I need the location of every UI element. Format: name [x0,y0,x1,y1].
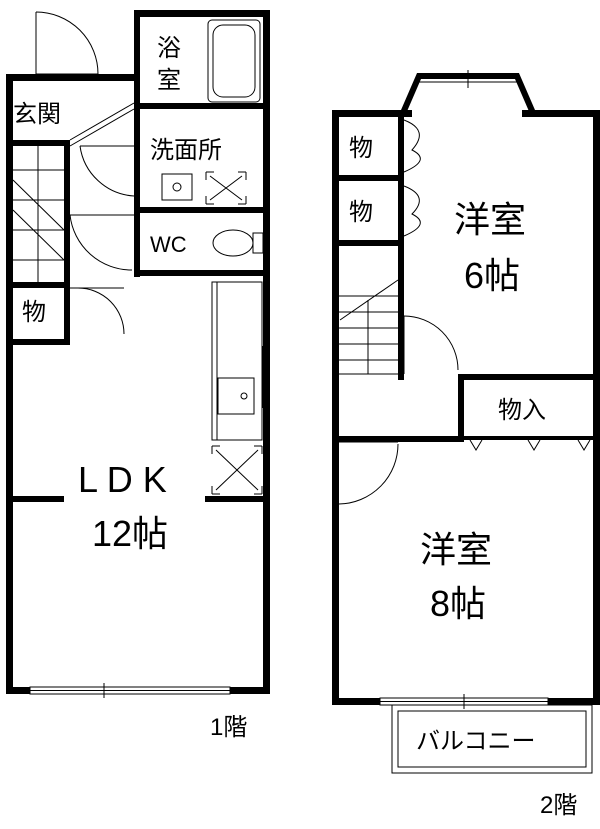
entrance-door [35,11,99,75]
floor-2-inner-walls [332,110,600,442]
room-6-name: 洋室 [454,199,526,240]
closet-doors [469,439,591,451]
room-bath-label: 浴 [157,35,181,62]
room-storage-label: 物 [22,299,46,326]
floor-2-stairs [339,279,399,375]
room-ldk-label: L D K [78,459,167,500]
floor-1-inner-walls [6,10,270,502]
room-storage-b-label: 物 [349,199,373,226]
room-washroom-label: 洗面所 [150,137,222,164]
ldk-window [29,683,231,698]
balcony-label: バルコニー [416,728,536,755]
room8-window [379,694,549,709]
floor-1-caption: 1階 [210,714,247,741]
room-6-size: 6帖 [464,255,520,296]
storage-doors [403,119,421,237]
washbasin-icon [161,173,193,201]
toilet-icon [212,229,264,257]
room-bath-label-2: 室 [157,67,181,94]
room-ldk-size: 12帖 [92,513,168,554]
room-8-name: 洋室 [420,529,492,570]
room-wc-label: WC [150,232,187,257]
fridge-space-icon [211,445,263,495]
kitchen-counter [211,281,269,441]
room-closet-label: 物入 [498,397,546,424]
floor-2-caption: 2階 [540,792,577,819]
floor-1: 玄関 浴 室 洗面所 WC 物 L D K 12帖 1階 [6,10,270,741]
bay-window [400,70,536,115]
room-storage-a-label: 物 [349,135,373,162]
balcony [391,704,593,774]
room-entrance-label: 玄関 [13,101,61,128]
bathtub-icon [207,19,261,103]
room-8-size: 8帖 [430,583,486,624]
floor-2: 物 物 洋室 6帖 物入 洋室 8帖 バルコニー 2階 [332,70,600,819]
laundry-space-icon [205,171,247,205]
floor-1-stairs [12,146,65,282]
